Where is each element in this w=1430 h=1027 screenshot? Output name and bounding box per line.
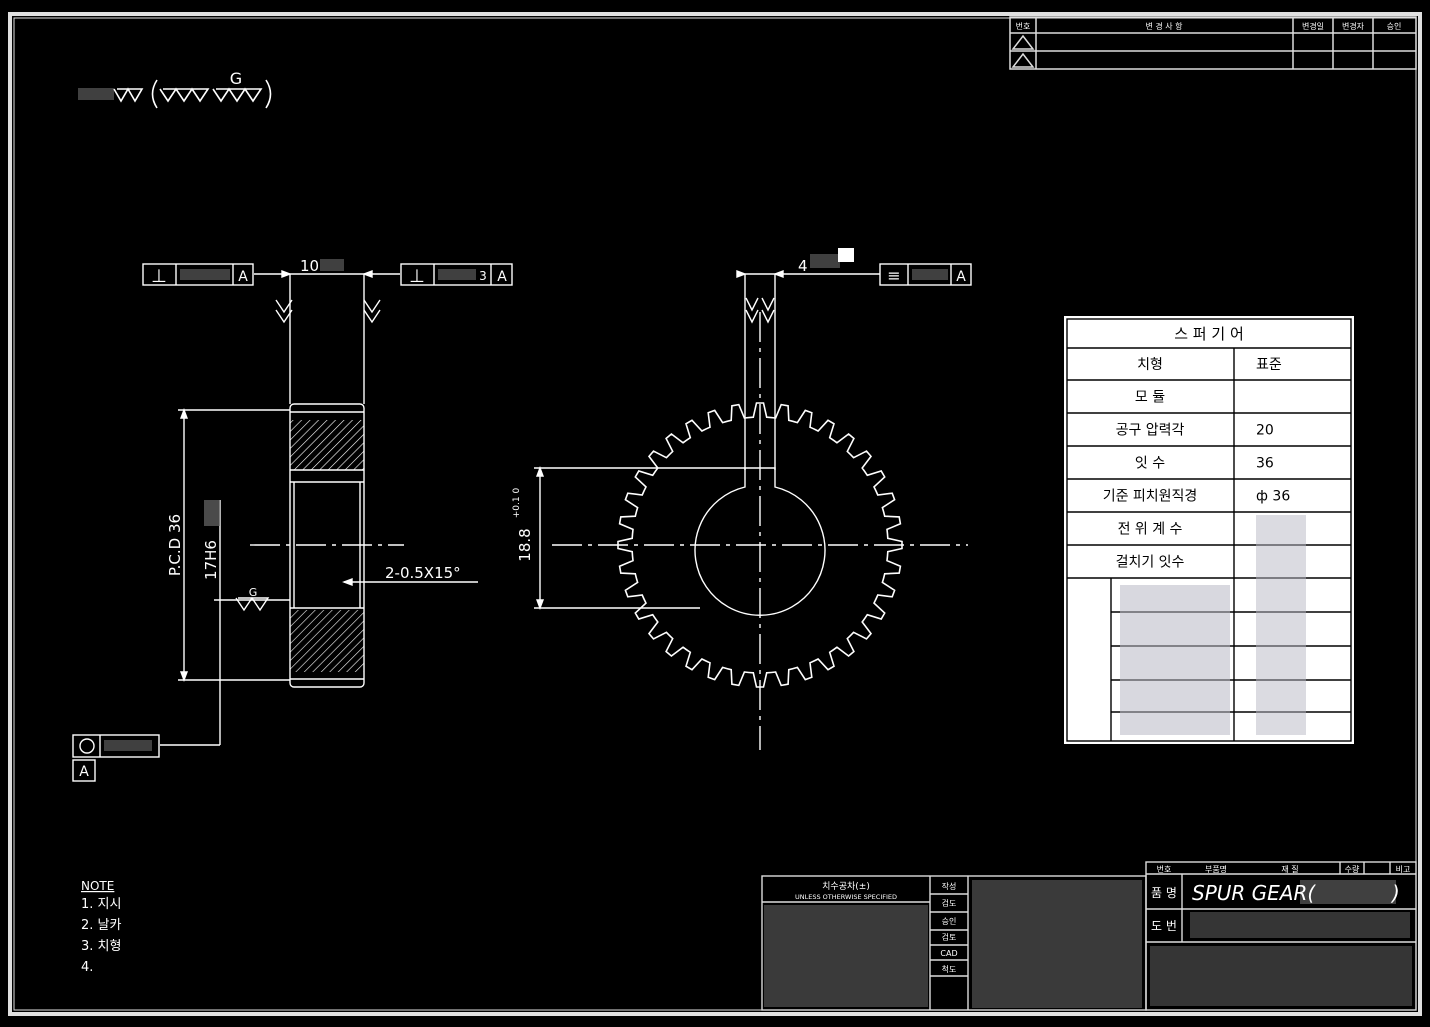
pcd-label: P.C.D 36 [166,514,184,576]
drawing-no-label: 도 번 [1151,919,1177,933]
inner-border [13,17,1417,1011]
gear-table-label: 치형 [1137,357,1163,373]
runout-fcf [72,734,160,782]
gear-table-label: 모 듈 [1135,390,1165,406]
notes-title: NOTE [81,879,114,893]
sign-label: 검도 [942,898,957,908]
gear-table-value: 20 [1256,423,1274,439]
bore-surface-letter: G [249,586,258,599]
title-header-label: 수량 [1345,864,1360,874]
chamfer-label: 2-0.5X15° [385,564,461,582]
gear-teeth [617,402,903,688]
keyway-tol-white [838,248,854,262]
hatch-lower [290,610,364,672]
width-dim: 10 [300,257,319,275]
tolerance-sub: UNLESS OTHERWISE SPECIFIED [795,893,897,901]
gear-table-label: 잇 수 [1135,456,1165,472]
hatch-upper [290,420,364,470]
surface-grade-letter: G [230,69,242,88]
right-fcf-value: 3 [479,269,487,283]
gear-table [1064,316,1354,744]
bore-tol-blur [204,500,220,526]
product-label: 품 명 [1151,886,1177,900]
title-header-label: 부품명 [1205,864,1227,874]
note-item: 4. [81,960,93,975]
title-header-label: 비고 [1396,865,1411,874]
product-name: SPUR GEAR( [1192,881,1316,905]
note-item: 3. 치형 [81,939,121,954]
tolerance-title: 치수공차(±) [822,880,870,892]
sign-label: 검토 [942,932,957,942]
sheet-border [8,12,1422,1016]
side-view [250,269,404,688]
title-block-blur-1 [764,905,928,1007]
sign-label: CAD [940,949,957,958]
title-block-blur-3 [1300,880,1396,904]
gear-table-label: 기준 피치원직경 [1103,489,1198,505]
sym-fcf [879,263,972,286]
revision-header-date: 변경일 [1302,21,1324,31]
pcd-dimension [160,408,478,746]
right-fcf-datum: A [497,269,507,285]
keyway-depth-dim: 18.8 [516,528,534,561]
right-fcf [400,263,513,286]
gear-table-value: ф 36 [1256,489,1290,505]
right-fcf-symbol: ⊥ [409,266,425,287]
note-item: 1. 지시 [81,897,121,912]
product-name-close: ) [1390,881,1400,905]
left-fcf [142,263,254,286]
front-view [534,269,968,750]
note-item: 2. 날카 [81,918,121,933]
width-tol-blur [320,259,344,271]
notes-list: 1. 지시 2. 날카 3. 치형 4. [81,897,121,975]
revision-header-by: 변경자 [1342,21,1365,31]
title-header-label: 번호 [1157,865,1172,874]
left-fcf-datum: A [238,269,248,285]
runout-datum: A [79,764,89,780]
title-block-blur-4 [1190,912,1410,938]
revision-block [1009,16,1417,70]
gear-table-label: 걸치기 잇수 [1116,555,1185,571]
sign-label: 승인 [942,916,957,926]
sign-label: 작성 [942,881,957,891]
title-block-blur-5 [1150,946,1412,1006]
bore-label: 17H6 [202,540,220,580]
revision-header-no: 번호 [1016,22,1031,31]
title-header-label: 재 질 [1281,865,1298,874]
title-block-blur-2 [972,880,1142,1008]
gear-table-rows: 치형 표준모 듈공구 압력각 20 잇 수 36 기준 피치원직경 ф 36 전 위 계 수걸… [1103,357,1291,571]
gear-table-value: 36 [1256,456,1274,472]
keyway-tol-blur [810,254,840,268]
sym-fcf-datum: A [956,269,966,285]
gear-table-value: 표준 [1256,357,1282,373]
surface-finish-symbol [78,79,272,109]
sym-fcf-symbol: ≡ [887,266,900,285]
keyway-width-dim: 4 [798,257,808,275]
title-header-labels: 번호 부품명 재 질 수량 비고 [1157,864,1411,874]
title-block [761,861,1417,1011]
gear-table-label: 공구 압력각 [1116,423,1185,439]
gear-table-title: 스 퍼 기 어 [1174,325,1244,343]
revision-header-change: 변 경 사 항 [1145,21,1183,31]
revision-header-approve: 승인 [1387,21,1402,31]
left-fcf-symbol: ⊥ [151,266,167,287]
keyway-depth-tol: +0.1 0 [512,488,522,519]
sign-label: 척도 [942,965,957,974]
gear-table-label: 전 위 계 수 [1118,522,1183,538]
